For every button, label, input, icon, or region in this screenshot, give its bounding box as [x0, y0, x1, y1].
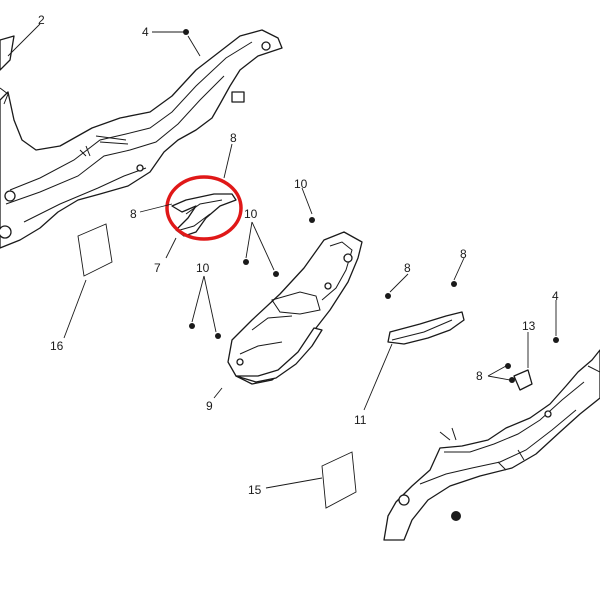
- callout-4-right: 4: [552, 289, 559, 303]
- fasteners: [183, 29, 559, 383]
- part-11-small-bracket: [363, 311, 465, 411]
- leader-lines: [7, 23, 557, 381]
- callout-8-right: 8: [476, 369, 483, 383]
- screw-10-mid-b: [273, 271, 279, 277]
- callout-8-r1: 8: [404, 261, 411, 275]
- callout-8-r2: 8: [460, 247, 467, 261]
- part-7-bracket: [165, 175, 243, 259]
- screw-8-r2: [451, 281, 457, 287]
- screw-10-left-a: [189, 323, 195, 329]
- screw-10-top: [309, 217, 315, 223]
- callout-13: 13: [522, 319, 536, 333]
- screw-4-top: [183, 29, 189, 35]
- screw-10-left-b: [215, 333, 221, 339]
- callout-10-left: 10: [196, 261, 210, 275]
- callout-16: 16: [50, 339, 64, 353]
- screw-8-right-a: [505, 363, 511, 369]
- callouts: 2 4 8 8 7 10 10 10 16 9 8 8 11 4 13 8 15: [38, 13, 559, 497]
- callout-9: 9: [206, 399, 213, 413]
- callout-15: 15: [248, 483, 262, 497]
- callout-11: 11: [354, 413, 367, 427]
- callout-2: 2: [38, 13, 45, 27]
- callout-8-top: 8: [230, 131, 237, 145]
- screw-10-mid-a: [243, 259, 249, 265]
- callout-7: 7: [154, 261, 161, 275]
- part-13-bracket: [513, 332, 533, 391]
- part-15-label-sticker: [265, 451, 357, 509]
- callout-4-top: 4: [142, 25, 149, 39]
- part-16-label-sticker: [63, 223, 113, 339]
- callout-8-left: 8: [130, 207, 137, 221]
- part-2-left-side-panel: [0, 29, 283, 249]
- screw-4-right: [553, 337, 559, 343]
- right-side-panel: [383, 349, 600, 541]
- screw-8-right-b: [509, 377, 515, 383]
- highlight-ring: [165, 175, 243, 241]
- callout-10-mid: 10: [244, 207, 258, 221]
- part-9-center-bracket: [213, 231, 363, 399]
- screw-8-r1: [385, 293, 391, 299]
- callout-10-top: 10: [294, 177, 308, 191]
